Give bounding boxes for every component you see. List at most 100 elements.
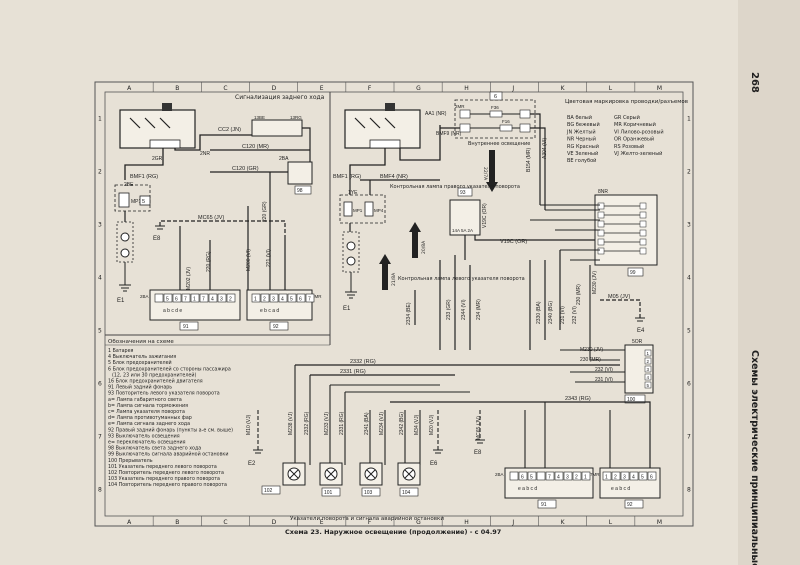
svg-text:M233 (VJ): M233 (VJ) [324, 412, 330, 435]
grid-row-7: 7 [687, 434, 691, 441]
svg-text:2332 (RG): 2332 (RG) [304, 411, 310, 435]
svg-text:233 (GR): 233 (GR) [446, 299, 452, 320]
a304: A304 (VI) [542, 138, 548, 159]
grid-col-L: L [609, 519, 613, 526]
mp1: MP1 [131, 199, 142, 205]
svg-text:5: 5 [647, 383, 650, 388]
grid-row-4: 4 [98, 275, 102, 282]
tag-22: 22/7A [482, 167, 488, 181]
front-right-indicator-103: 103 [359, 462, 383, 497]
conn-8nr: 8NR [598, 189, 608, 195]
front-left-repeater-102: 102 [261, 462, 306, 495]
grid-col-H: H [464, 519, 469, 526]
ground-e8: E8 [153, 236, 161, 242]
svg-text:220 (RG): 220 (RG) [206, 251, 212, 272]
svg-text:1: 1 [584, 475, 587, 481]
w2331: 2331 (RG) [340, 369, 366, 375]
grid-col-A: A [127, 85, 132, 92]
color-legend-item: JN Желтый [566, 128, 596, 135]
grid-row-6: 6 [687, 381, 691, 388]
grid-col-J: J [511, 519, 514, 526]
svg-text:2BA: 2BA [140, 294, 149, 299]
svg-text:2: 2 [575, 475, 578, 481]
svg-text:a b c d e: a b c d e [163, 308, 182, 314]
grid-col-C: C [223, 519, 227, 526]
components-legend-item: 102 Повторитель переднего левого поворот… [108, 470, 224, 476]
grid-row-1: 1 [98, 116, 102, 123]
grid-row-6: 6 [98, 381, 102, 388]
box-6: 6 [494, 94, 497, 100]
ground-e4: E4 [637, 328, 645, 334]
ground-e1-b: E1 [343, 306, 351, 312]
svg-text:7: 7 [202, 297, 205, 303]
svg-text:M230 (JV): M230 (JV) [592, 271, 598, 294]
bmf1-rg-b: BMF1 (RG) [333, 174, 361, 180]
m230: M230 (JV) [580, 347, 603, 353]
grid-col-D: D [272, 85, 277, 92]
grid-col-F: F [368, 85, 372, 92]
w2332: 2332 (RG) [350, 359, 376, 365]
components-legend-item: 101 Указатель переднего левого поворота [108, 464, 217, 470]
svg-text:2: 2 [647, 359, 650, 364]
components-legend-item: 1 Батарея [108, 348, 134, 354]
ctrl-right-label: Контрольная лампа правого указателя пово… [390, 184, 520, 190]
grid-col-L: L [609, 85, 613, 92]
svg-text:M202 (JV): M202 (JV) [186, 267, 192, 290]
conn-13be: 13BE [254, 115, 265, 120]
page-number: 268 [749, 72, 760, 93]
box-92: 92 [273, 324, 279, 330]
color-legend-item: VJ Желто-зеленый [614, 150, 662, 157]
svg-text:220 (GR): 220 (GR) [262, 201, 268, 222]
components-legend-item: 93 Выключатель освещения [108, 433, 180, 439]
grid-col-K: K [561, 85, 566, 92]
svg-text:2334 (BE): 2334 (BE) [406, 302, 412, 325]
grid-col-B: B [175, 519, 179, 526]
fuse-f16: F16 [502, 119, 510, 124]
components-legend-item: 104 Повторитель переднего правого поворо… [108, 482, 227, 488]
grid-col-H: H [464, 85, 469, 92]
svg-text:e b c a d: e b c a d [260, 308, 279, 314]
box-5: 5 [142, 199, 145, 205]
grid-row-3: 3 [687, 222, 691, 229]
svg-text:4: 4 [632, 475, 635, 481]
conn-5or: 5OR [632, 339, 643, 345]
conn-13rg: 13RG [290, 115, 302, 120]
grid-row-8: 8 [98, 487, 102, 494]
svg-text:2330 (BA): 2330 (BA) [536, 301, 542, 324]
grid-col-M: M [657, 85, 662, 92]
grid-col-B: B [175, 85, 179, 92]
svg-text:4: 4 [281, 297, 284, 303]
svg-text:2: 2 [229, 297, 232, 303]
svg-text:Обозначения на схеме: Обозначения на схеме [108, 339, 174, 345]
ground-e1: E1 [117, 298, 125, 304]
svg-text:M234 (VJ): M234 (VJ) [379, 412, 385, 435]
svg-text:7: 7 [184, 297, 187, 303]
grid-row-1: 1 [687, 116, 691, 123]
components-legend-item: 16 Блок предохранителей двигателя [108, 378, 203, 385]
svg-text:2342 (BG): 2342 (BG) [399, 412, 405, 435]
reverse-switch-98 [287, 161, 313, 185]
components-legend-item: 99 Выключатель сигнала аварийной останов… [108, 451, 228, 458]
svg-text:e a b c d: e a b c d [518, 486, 537, 492]
svg-text:V19C (OR): V19C (OR) [482, 203, 488, 228]
color-legend-item: MR Коричневый [614, 121, 656, 128]
svg-text:6: 6 [521, 475, 524, 481]
svg-text:14A 5A 2A: 14A 5A 2A [452, 228, 473, 233]
svg-text:6: 6 [175, 297, 178, 303]
box-104: 104 [402, 490, 411, 496]
svg-text:7MR: 7MR [590, 472, 600, 477]
svg-text:M34 (VJ): M34 (VJ) [414, 414, 420, 435]
color-legend-item: OR Оранжевый [614, 136, 654, 143]
components-legend-item: 4 Выключатель зажигания [108, 354, 176, 360]
color-legend-item: GR Серый [614, 114, 640, 121]
c120-mr: C120 (MR) [242, 144, 269, 150]
v19c: V19C (OR) [500, 239, 527, 245]
svg-text:5: 5 [641, 475, 644, 481]
ground-e8-b: E8 [474, 450, 482, 456]
top-left-title: Сигнализация заднего хода [235, 94, 325, 101]
components-legend-item: 93 Повторитель левого указателя поворота [108, 391, 220, 397]
conn-2ba-b: 2BA [495, 472, 504, 477]
svg-text:1: 1 [605, 475, 608, 481]
grid-col-A: A [127, 519, 132, 526]
